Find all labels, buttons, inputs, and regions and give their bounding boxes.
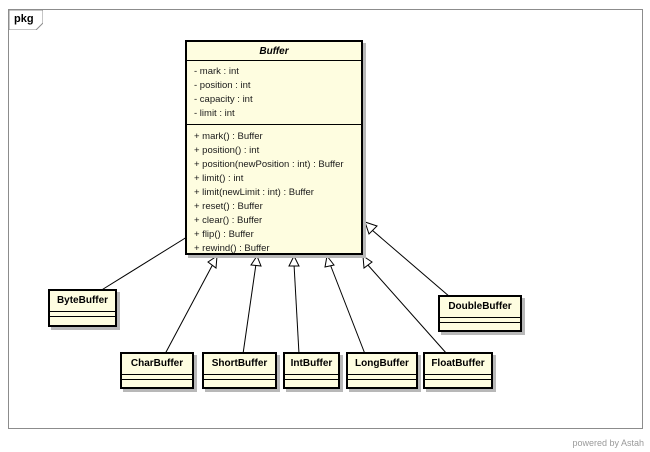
attribute-mark: - mark : int xyxy=(194,66,239,77)
class-name: DoubleBuffer xyxy=(448,301,512,312)
operation-compartment: + mark() : Buffer + position() : int + p… xyxy=(187,124,361,256)
operation-position: + position() : int xyxy=(194,145,260,156)
class-buffer: Buffer - mark : int - position : int - c… xyxy=(185,40,363,255)
class-longbuffer: LongBuffer xyxy=(346,352,418,389)
class-name: IntBuffer xyxy=(290,358,333,369)
edge-shortbuffer xyxy=(242,263,257,355)
attribute-position: - position : int xyxy=(194,80,251,91)
class-floatbuffer: FloatBuffer xyxy=(423,352,493,389)
class-doublebuffer: DoubleBuffer xyxy=(438,295,522,332)
class-name: Buffer xyxy=(259,46,289,57)
powered-by-footer: powered by Astah xyxy=(572,438,644,448)
operation-reset: + reset() : Buffer xyxy=(194,201,263,212)
operation-limit-set: + limit(newLimit : int) : Buffer xyxy=(194,187,314,198)
edge-doublebuffer xyxy=(371,229,451,298)
class-intbuffer: IntBuffer xyxy=(283,352,340,389)
attribute-capacity: - capacity : int xyxy=(194,94,253,105)
arrowhead-shortbuffer xyxy=(250,254,262,267)
class-bytebuffer: ByteBuffer xyxy=(48,289,117,327)
edge-charbuffer xyxy=(164,263,214,355)
operation-clear: + clear() : Buffer xyxy=(194,215,263,226)
operation-rewind: + rewind() : Buffer xyxy=(194,243,270,254)
edge-longbuffer xyxy=(329,263,366,355)
arrowhead-intbuffer xyxy=(288,254,300,267)
operation-mark: + mark() : Buffer xyxy=(194,131,263,142)
operation-position-set: + position(newPosition : int) : Buffer xyxy=(194,159,344,170)
class-name: ShortBuffer xyxy=(211,358,268,369)
class-name: CharBuffer xyxy=(130,358,184,369)
attribute-compartment: - mark : int - position : int - capacity… xyxy=(187,60,361,124)
class-name: LongBuffer xyxy=(355,358,409,369)
package-tab xyxy=(9,10,43,30)
package-label: pkg xyxy=(14,13,34,25)
arrowhead-doublebuffer xyxy=(364,221,378,235)
arrowhead-charbuffer xyxy=(207,255,218,269)
class-name: ByteBuffer xyxy=(56,295,109,306)
edge-floatbuffer xyxy=(366,263,448,355)
operation-flip: + flip() : Buffer xyxy=(194,229,254,240)
class-name: FloatBuffer xyxy=(431,358,485,369)
attribute-limit: - limit : int xyxy=(194,108,235,119)
operation-limit: + limit() : int xyxy=(194,173,244,184)
class-charbuffer: CharBuffer xyxy=(120,352,194,389)
edge-bytebuffer xyxy=(99,231,196,292)
arrowhead-longbuffer xyxy=(324,254,335,268)
class-shortbuffer: ShortBuffer xyxy=(202,352,277,389)
arrowhead-floatbuffer xyxy=(362,255,373,269)
edge-intbuffer xyxy=(293,263,300,355)
